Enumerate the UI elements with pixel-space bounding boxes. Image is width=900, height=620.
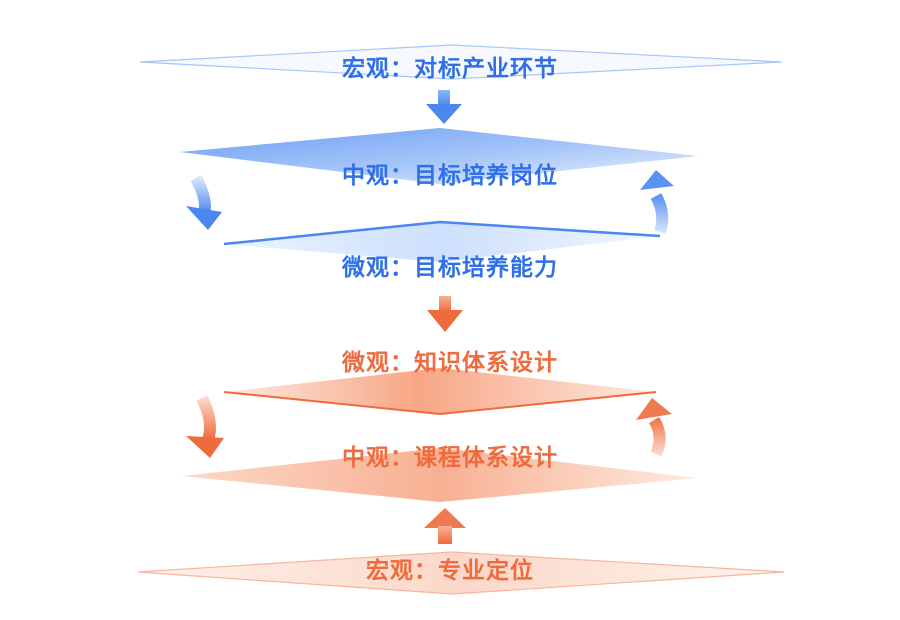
top-micro-plane xyxy=(224,222,660,262)
arrow-down-icon xyxy=(427,296,463,332)
curved-arrow-up-icon xyxy=(640,170,674,234)
arrow-up-icon xyxy=(424,508,466,544)
top-meso-label: 中观：目标培养岗位 xyxy=(342,163,558,189)
top-macro-plane xyxy=(139,44,783,80)
bottom-micro-label: 微观：知识体系设计 xyxy=(342,350,558,376)
curved-arrow-up-icon xyxy=(636,398,672,457)
arrow-down-icon xyxy=(426,90,462,124)
curved-arrow-down-icon xyxy=(186,175,222,230)
bottom-macro-label: 宏观：专业定位 xyxy=(366,558,534,584)
top-macro-label: 宏观：对标产业环节 xyxy=(342,56,558,82)
bottom-meso-plane xyxy=(182,448,698,502)
curved-arrow-down-icon xyxy=(186,395,224,458)
top-micro-label: 微观：目标培养能力 xyxy=(342,255,558,281)
top-meso-plane xyxy=(180,128,698,184)
bottom-macro-plane xyxy=(137,551,785,595)
bottom-meso-label: 中观：课程体系设计 xyxy=(342,445,558,471)
